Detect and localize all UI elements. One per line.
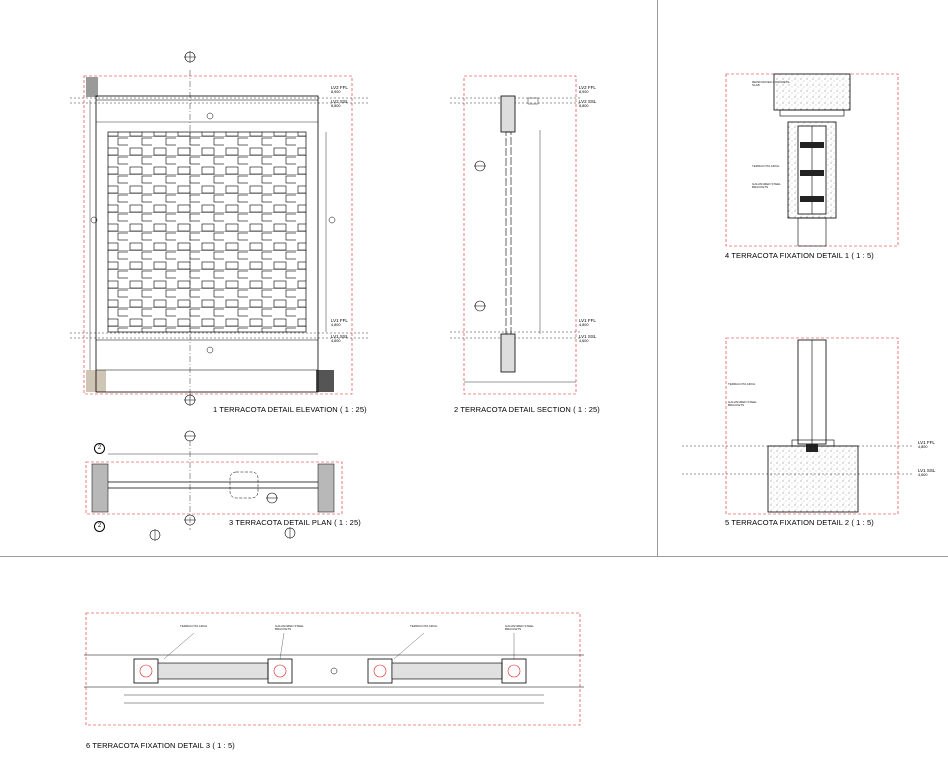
caption-fixation-3: 6 TERRACOTA FIXATION DETAIL 3 ( 1 : 5): [86, 741, 235, 750]
view-section[interactable]: [450, 70, 620, 400]
fixation-1-drawing: [725, 73, 899, 247]
level-value: 4,600: [918, 473, 928, 477]
view-fixation-2[interactable]: [682, 336, 912, 518]
caption-plan: 3 TERRACOTA DETAIL PLAN ( 1 : 25): [229, 518, 361, 527]
level-value: 8,800: [331, 104, 341, 108]
level-name: LV1 SSL: [331, 334, 349, 339]
callout-steel-1: GALVANIZED STEEL BRACKETS: [752, 182, 781, 190]
level-name: LV2 SSL: [331, 99, 349, 104]
level-l2-ffl-sect: LV2 FFL 8,900: [579, 85, 596, 95]
level-name: LV1 FFL: [331, 318, 348, 323]
view-elevation[interactable]: [70, 51, 370, 410]
level-l2-ffl-elev: LV2 FFL 8,900: [331, 85, 348, 95]
level-name: LV1 SSL: [579, 334, 597, 339]
level-value: 4,600: [579, 339, 589, 343]
grid-marker-2-top: 2: [94, 443, 105, 454]
level-value: 4,800: [331, 323, 341, 327]
callout-terracotta-1: TERRACOTA ARCH: [752, 164, 780, 168]
callout-steel-2: GALVANIZED STEEL BRACKETS: [728, 400, 757, 408]
caption-section: 2 TERRACOTA DETAIL SECTION ( 1 : 25): [454, 405, 600, 414]
level-l2-ssl-sect: LV2 SSL 8,800: [579, 99, 596, 109]
horizontal-divider: [0, 556, 948, 557]
level-value: 8,800: [579, 104, 589, 108]
caption-fixation-2: 5 TERRACOTA FIXATION DETAIL 2 ( 1 : 5): [725, 518, 874, 527]
level-l1-ssl-sect: LV1 SSL 4,600: [579, 334, 596, 344]
level-value: 4,800: [918, 445, 928, 449]
level-l1-ffl-sect: LV1 FFL 4,800: [579, 318, 596, 328]
view-fixation-3[interactable]: [84, 611, 584, 729]
caption-fixation-1: 4 TERRACOTA FIXATION DETAIL 1 ( 1 : 5): [725, 251, 874, 260]
level-l1-ffl-elev: LV1 FFL 4,800: [331, 318, 348, 328]
level-name: LV1 SSL: [918, 468, 936, 473]
level-l1-ffl-fix2: LV1 FFL 4,800: [918, 440, 935, 450]
callout-terracotta-3a: TERRACOTA ARCH: [180, 624, 208, 628]
view-plan[interactable]: 2 2: [80, 430, 350, 541]
level-name: LV2 SSL: [579, 99, 597, 104]
level-l1-ssl-elev: LV1 SSL 4,600: [331, 334, 348, 344]
callout-rc-slab-1: REINFORCED CONCRETE SLAB: [752, 80, 790, 88]
fixation-2-drawing: [682, 337, 912, 515]
callout-steel-3a: GALVANIZED STEEL BRACKETS: [275, 624, 304, 632]
callout-steel-3b: GALVANIZED STEEL BRACKETS: [505, 624, 534, 632]
level-l1-ssl-fix2: LV1 SSL 4,600: [918, 468, 935, 478]
callout-terracotta-2: TERRACOTA ARCH: [728, 382, 756, 386]
fixation-3-drawing: [84, 612, 584, 726]
section-drawing: [450, 75, 580, 395]
level-value: 4,600: [331, 339, 341, 343]
level-name: LV2 FFL: [331, 85, 348, 90]
elevation-drawing: [70, 51, 370, 406]
plan-drawing: [85, 430, 343, 541]
view-fixation-1[interactable]: [722, 72, 902, 250]
callout-terracotta-3b: TERRACOTA ARCH: [410, 624, 438, 628]
caption-elevation: 1 TERRACOTA DETAIL ELEVATION ( 1 : 25): [213, 405, 367, 414]
level-l2-ssl-elev: LV2 SSL 8,800: [331, 99, 348, 109]
level-name: LV1 FFL: [579, 318, 596, 323]
level-name: LV1 FFL: [918, 440, 935, 445]
vertical-divider: [657, 0, 658, 556]
level-value: 4,800: [579, 323, 589, 327]
level-value: 8,900: [579, 90, 589, 94]
level-name: LV2 FFL: [579, 85, 596, 90]
level-value: 8,900: [331, 90, 341, 94]
grid-marker-2-bottom: 2: [94, 521, 105, 532]
